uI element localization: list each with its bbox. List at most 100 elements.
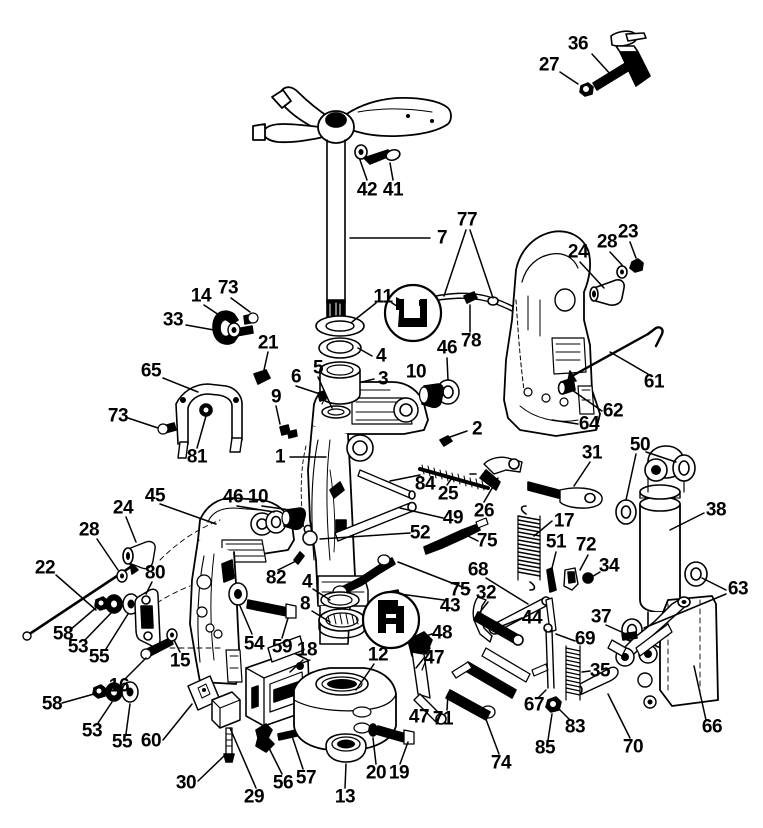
callout-2: 2 bbox=[471, 418, 483, 440]
detail-circle-lower bbox=[361, 590, 421, 650]
part-73-screw-upper bbox=[243, 312, 259, 325]
callout-69: 69 bbox=[574, 628, 596, 650]
part-69-rod bbox=[543, 597, 557, 689]
callout-34: 34 bbox=[598, 555, 620, 577]
callout-25: 25 bbox=[437, 483, 459, 505]
callout-41: 41 bbox=[382, 179, 404, 201]
callout-84: 84 bbox=[414, 473, 436, 495]
callout-72: 72 bbox=[575, 534, 597, 556]
part-80-link bbox=[134, 588, 161, 648]
callout-21: 21 bbox=[257, 332, 279, 354]
part-64-stern-bracket-right bbox=[503, 230, 601, 437]
callout-82: 82 bbox=[265, 567, 287, 589]
part-2-screw bbox=[439, 435, 453, 447]
part-10-bushing-left bbox=[281, 507, 307, 531]
part-75-lever-upper bbox=[423, 517, 489, 555]
callout-9: 9 bbox=[270, 386, 282, 408]
part-22-rod bbox=[22, 561, 139, 641]
part-31-rod bbox=[469, 473, 603, 509]
callout-49: 49 bbox=[442, 507, 464, 529]
callout-18: 18 bbox=[296, 639, 318, 661]
part-27-nut bbox=[579, 82, 594, 97]
part-20-washer bbox=[368, 723, 378, 737]
callout-73: 73 bbox=[217, 277, 239, 299]
callout-38: 38 bbox=[705, 499, 727, 521]
part-71-rod bbox=[421, 657, 431, 671]
part-tiller-handle bbox=[252, 86, 452, 144]
callout-10: 10 bbox=[247, 486, 269, 508]
callout-85: 85 bbox=[534, 737, 556, 759]
callout-24: 24 bbox=[112, 497, 134, 519]
part-56-clip bbox=[255, 723, 275, 753]
part-17-spring bbox=[517, 505, 541, 591]
part-14-washer bbox=[227, 322, 241, 338]
callout-54: 54 bbox=[243, 633, 265, 655]
callout-26: 26 bbox=[473, 500, 495, 522]
callout-36: 36 bbox=[567, 33, 589, 55]
part-47-tab bbox=[419, 643, 431, 655]
part-9-screw bbox=[279, 424, 298, 439]
callout-74: 74 bbox=[490, 752, 512, 774]
part-41-bolt bbox=[363, 148, 401, 165]
part-5-washer bbox=[321, 405, 351, 419]
part-15-washer bbox=[166, 628, 178, 642]
callout-45: 45 bbox=[144, 485, 166, 507]
callout-56: 56 bbox=[272, 772, 294, 794]
part-4-seal bbox=[318, 337, 362, 359]
part-36-lever bbox=[592, 30, 651, 91]
callout-83: 83 bbox=[564, 716, 586, 738]
part-25-rod bbox=[418, 464, 490, 491]
callout-61: 61 bbox=[643, 371, 665, 393]
callout-13: 13 bbox=[334, 786, 356, 808]
callout-68: 68 bbox=[467, 559, 489, 581]
part-66-transom-bracket bbox=[607, 595, 719, 709]
callout-42: 42 bbox=[356, 179, 378, 201]
part-59-bolt bbox=[246, 599, 297, 619]
part-24-bushing-left bbox=[122, 540, 156, 570]
callout-51: 51 bbox=[545, 531, 567, 553]
callout-53: 53 bbox=[67, 636, 89, 658]
callout-62: 62 bbox=[602, 400, 624, 422]
callout-17: 17 bbox=[553, 510, 575, 532]
callout-19: 19 bbox=[388, 762, 410, 784]
callout-46: 46 bbox=[222, 486, 244, 508]
part-46-washer-left bbox=[265, 510, 287, 534]
callout-37: 37 bbox=[590, 606, 612, 628]
callout-55: 55 bbox=[111, 731, 133, 753]
callout-78: 78 bbox=[460, 330, 482, 352]
callout-7: 7 bbox=[436, 227, 448, 249]
part-32-linkage bbox=[472, 596, 524, 646]
part-81-pin bbox=[199, 403, 213, 417]
callout-59: 59 bbox=[271, 636, 293, 658]
callout-16: 16 bbox=[108, 675, 130, 697]
callout-15: 15 bbox=[169, 650, 191, 672]
part-45-swivel-bracket-left bbox=[149, 497, 295, 685]
callout-47: 47 bbox=[423, 647, 445, 669]
callout-43: 43 bbox=[439, 595, 461, 617]
callout-47: 47 bbox=[408, 706, 430, 728]
callout-10: 10 bbox=[405, 361, 427, 383]
callout-5: 5 bbox=[312, 357, 324, 379]
callout-1: 1 bbox=[274, 446, 286, 468]
part-13-nut bbox=[325, 733, 367, 763]
callout-33: 33 bbox=[162, 309, 184, 331]
part-35-spring bbox=[565, 645, 581, 701]
part-29-block bbox=[211, 691, 241, 729]
part-23-nut bbox=[629, 258, 644, 273]
part-28-washer bbox=[616, 265, 628, 279]
callout-73: 73 bbox=[107, 405, 129, 427]
callout-35: 35 bbox=[589, 660, 611, 682]
part-16-bolt bbox=[140, 637, 174, 660]
part-8-bearing bbox=[318, 608, 366, 639]
callout-48: 48 bbox=[431, 622, 453, 644]
callout-67: 67 bbox=[523, 694, 545, 716]
callout-50: 50 bbox=[629, 434, 651, 456]
part-78-screw bbox=[463, 291, 478, 304]
callout-60: 60 bbox=[140, 730, 162, 752]
callout-52: 52 bbox=[409, 522, 431, 544]
callout-65: 65 bbox=[140, 360, 162, 382]
part-58-nut-lower bbox=[92, 684, 107, 699]
callout-57: 57 bbox=[295, 767, 317, 789]
part-52-clip bbox=[302, 524, 318, 546]
